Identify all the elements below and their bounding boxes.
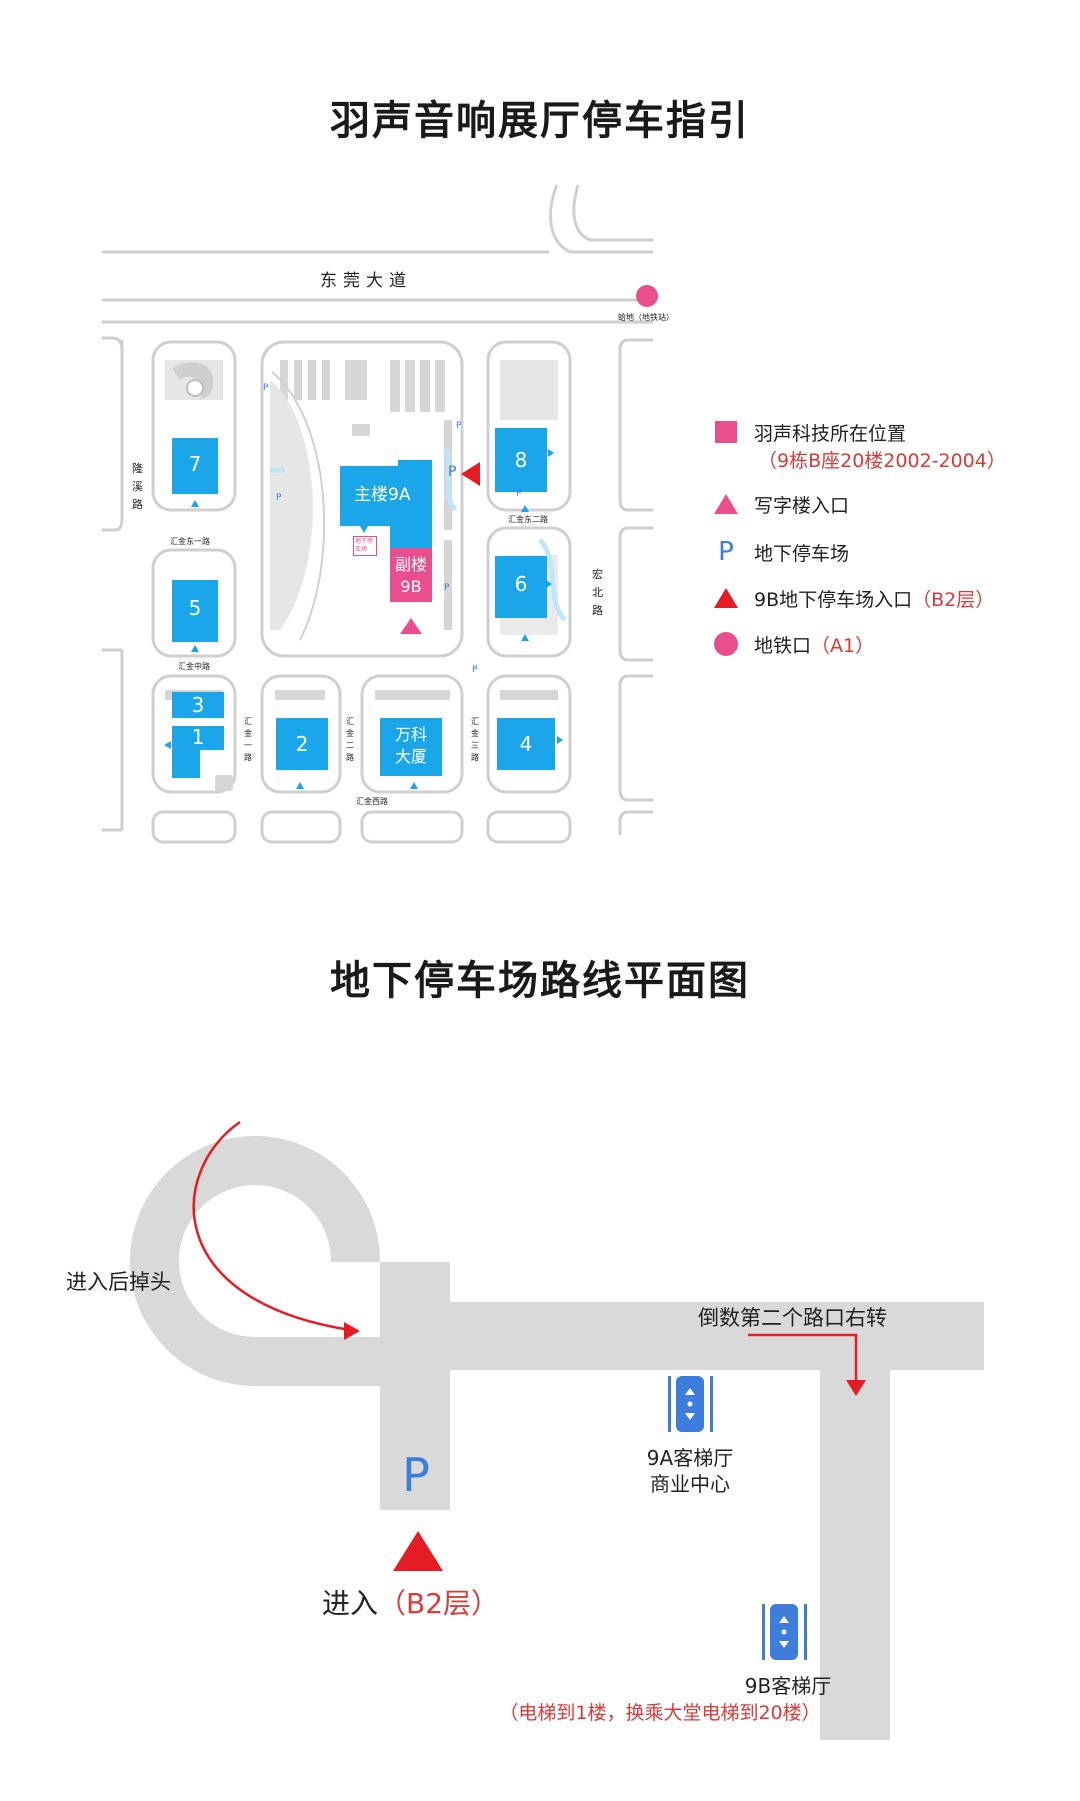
building-2 [276, 718, 328, 770]
red-triangle-icon [712, 584, 740, 612]
legend-parking: P 地下停车场 [712, 537, 850, 567]
enter-label-prefix: 进入 [322, 1587, 379, 1620]
building-6 [495, 556, 547, 618]
building-2-label: 2 [295, 732, 309, 756]
pink-square-icon [712, 418, 740, 446]
lift-9a-label-1: 9A客梯厅 [646, 1446, 734, 1470]
turn-right-label: 倒数第二个路口右转 [698, 1306, 887, 1330]
building-vanke [380, 718, 442, 776]
road-hongbei: 宏北路 [592, 568, 603, 617]
road-huijin-2: 汇金二路 [346, 717, 354, 762]
road-huijin-mid: 汇金中路 [178, 662, 210, 671]
road-huijin-east2: 汇金东二路 [508, 515, 548, 524]
enter-label-level: （B2层） [378, 1587, 500, 1620]
building-3-label: 3 [191, 693, 205, 717]
lift-9b-label: 9B客梯厅 [744, 1674, 832, 1698]
metro-station-label: 蛤地（地铁站） [618, 313, 674, 322]
route-title: 地下停车场路线平面图 [330, 958, 750, 1004]
underground-parking-small-label: 地下停车场 [353, 536, 377, 556]
enter-label: 进入 （B2层） [322, 1582, 499, 1622]
svg-text:P: P [516, 489, 522, 499]
legend-office-entrance-label: 写字楼入口 [754, 494, 850, 517]
parking-p-icon: P [718, 537, 734, 567]
legend-parking-entrance-label: 9B地下停车场入口 [754, 588, 913, 611]
road-huijin-3: 汇金三路 [471, 717, 479, 762]
legend-parking-entrance-level: （B2层） [912, 588, 995, 611]
svg-text:P: P [456, 421, 462, 431]
building-8-label: 8 [514, 448, 528, 472]
building-7-label: 7 [188, 452, 202, 476]
building-5 [172, 580, 218, 642]
building-5-label: 5 [188, 596, 202, 620]
legend-company-label: 羽声科技所在位置 [754, 422, 907, 445]
svg-text:P: P [263, 383, 269, 393]
svg-text:P: P [448, 464, 456, 480]
building-1 [172, 726, 224, 778]
building-4-label: 4 [519, 732, 533, 756]
legend-company-address: （9栋B座20楼2002-2004） [758, 450, 1006, 472]
building-6-label: 6 [514, 572, 528, 596]
svg-text:P: P [444, 583, 450, 593]
u-turn-label: 进入后掉头 [66, 1270, 171, 1294]
building-7 [172, 438, 218, 494]
building-9b-label-1: 副楼 [394, 555, 427, 574]
building-8 [495, 428, 547, 492]
lift-9a-label-2: 商业中心 [650, 1472, 730, 1496]
road-huijin-1: 汇金一路 [244, 717, 252, 762]
legend-metro-code: （A1） [811, 634, 875, 657]
legend-company: 羽声科技所在位置 [712, 418, 906, 446]
svg-text:P: P [472, 665, 478, 675]
building-9b-label-2: 9B [400, 577, 422, 596]
legend-office-entrance: 写字楼入口 [712, 490, 849, 518]
building-3 [172, 692, 224, 718]
legend-metro-label: 地铁口 [754, 634, 812, 657]
pink-triangle-icon [712, 490, 740, 518]
road-longxi: 隆溪路 [132, 462, 143, 511]
road-dongguan: 东莞大道 [320, 271, 412, 291]
map-title: 羽声音响展厅停车指引 [330, 98, 750, 144]
legend-parking-label: 地下停车场 [754, 542, 850, 565]
entrance-triangle-icon [393, 1531, 443, 1571]
parking-p-large: P [402, 1448, 430, 1502]
road-huijin-east1: 汇金东一路 [170, 537, 210, 546]
pink-circle-icon [712, 630, 740, 658]
building-vanke-label-2: 大厦 [394, 747, 427, 766]
lift-9b-icon [762, 1604, 807, 1660]
building-1-label: 1 [191, 725, 205, 749]
svg-text:P: P [276, 493, 282, 503]
lift-9b-note: （电梯到1楼，换乘大堂电梯到20楼） [499, 1702, 821, 1724]
lift-9a-icon [668, 1376, 713, 1432]
building-9b [390, 548, 432, 602]
road-huijin-west: 汇金西路 [356, 797, 388, 806]
building-4 [497, 718, 555, 770]
building-vanke-label-1: 万科 [394, 725, 427, 744]
legend-parking-entrance: 9B地下停车场入口 （B2层） [712, 584, 994, 612]
building-9a-label: 主楼9A [354, 485, 411, 505]
site-map: P P P P P P P [102, 184, 658, 844]
legend-metro: 地铁口 （A1） [712, 630, 874, 658]
